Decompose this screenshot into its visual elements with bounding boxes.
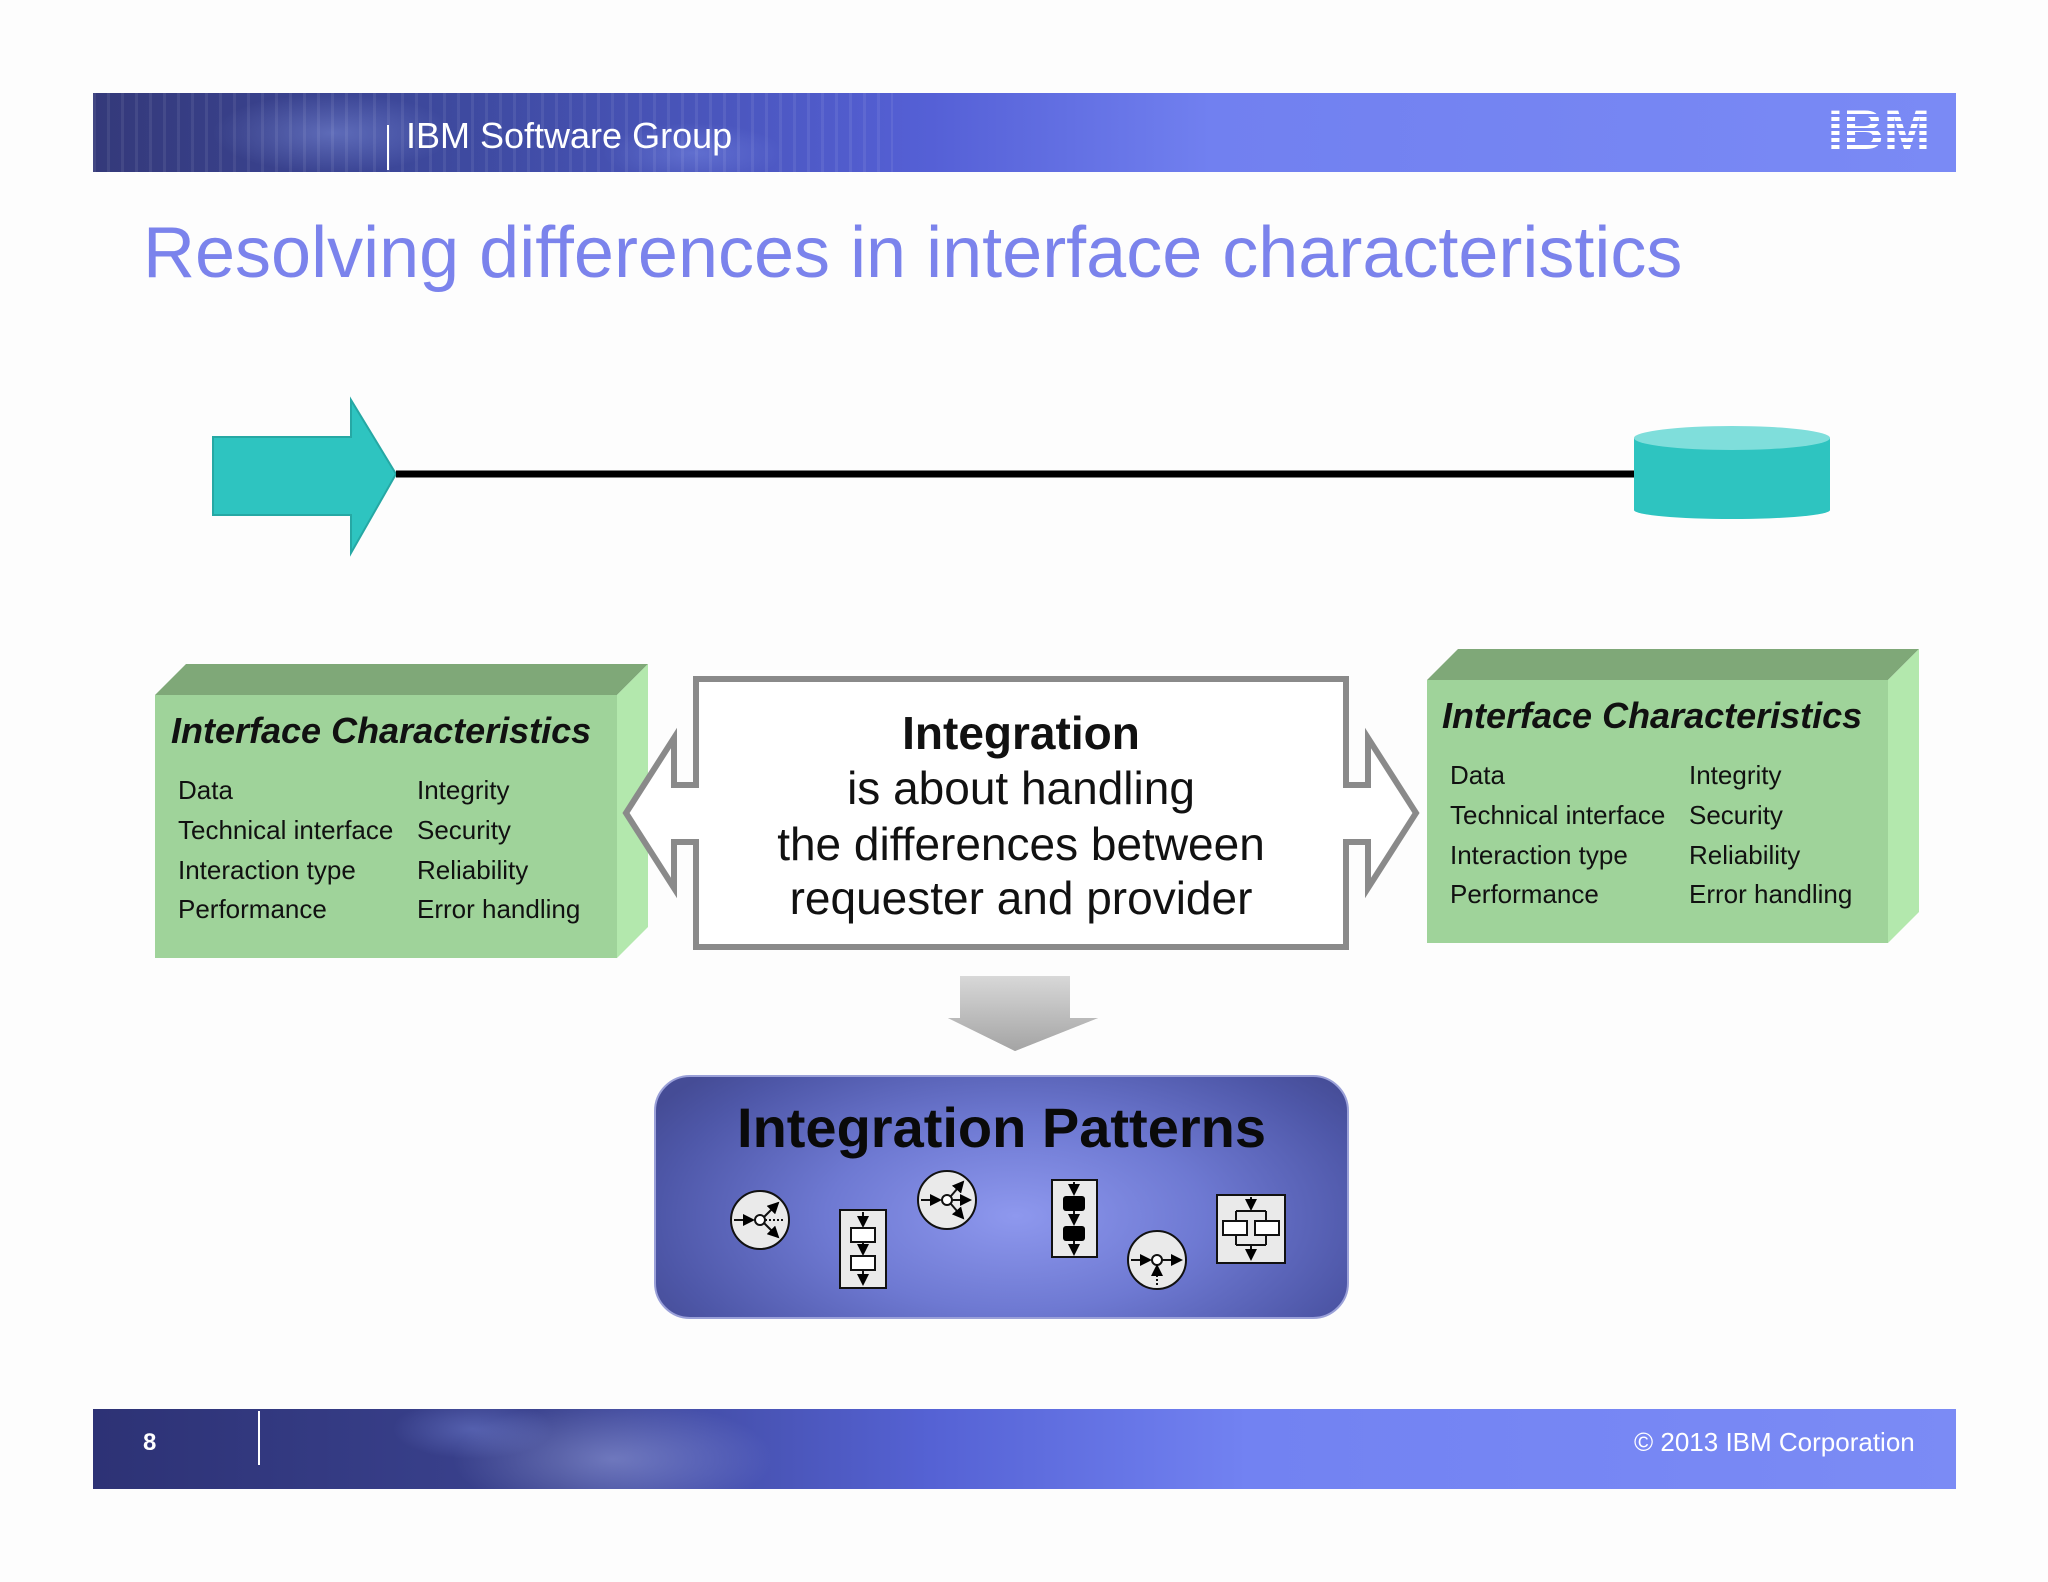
provider-cylinder-icon [1634, 426, 1830, 519]
router-pattern-icon [730, 1190, 790, 1250]
right-box-item: Integrity [1689, 760, 1782, 790]
splitter-pattern-icon [917, 1170, 977, 1230]
left-box-item: Security [417, 815, 511, 845]
right-box-item: Technical interface [1450, 800, 1666, 830]
header-divider [387, 125, 389, 170]
page-title: Resolving differences in interface chara… [143, 213, 1683, 293]
footer-band [93, 1409, 1956, 1489]
left-box-item: Integrity [417, 775, 510, 805]
left-box-item: Performance [178, 894, 327, 924]
right-box-item: Error handling [1689, 879, 1853, 909]
integration-heading: Integration [902, 707, 1140, 759]
integration-line: requester and provider [789, 872, 1253, 924]
header-group-name: IBM Software Group [406, 115, 733, 156]
left-box-item: Error handling [417, 894, 581, 924]
header-band [93, 93, 1956, 172]
integration-line: the differences between [777, 818, 1265, 870]
copyright-text: © 2013 IBM Corporation [1634, 1427, 1915, 1457]
processor-pattern-icon [1051, 1179, 1098, 1258]
left-box-item: Data [178, 775, 233, 805]
composite-pattern-icon [1216, 1194, 1286, 1264]
footer-divider [258, 1411, 260, 1465]
ibm-logo-text: IBM [1828, 103, 1931, 155]
right-box-item: Data [1450, 760, 1505, 790]
integration-line: is about handling [847, 762, 1195, 814]
aggregator-pattern-icon [1127, 1230, 1187, 1290]
integration-double-arrow [622, 676, 1420, 950]
right-box-heading: Interface Characteristics [1442, 695, 1863, 736]
right-box-item: Reliability [1689, 840, 1801, 870]
right-box-item: Security [1689, 800, 1783, 830]
left-box-item: Reliability [417, 855, 529, 885]
left-box-item: Technical interface [178, 815, 394, 845]
right-box-3d [1427, 649, 1919, 943]
requester-arrow-icon [212, 396, 398, 557]
page-number: 8 [143, 1429, 157, 1456]
left-box-3d [155, 664, 648, 958]
integration-patterns-title: Integration Patterns [737, 1096, 1266, 1159]
left-box-item: Interaction type [178, 855, 356, 885]
right-box-item: Performance [1450, 879, 1599, 909]
pipeline-pattern-icon [839, 1209, 887, 1289]
left-box-heading: Interface Characteristics [171, 710, 592, 751]
ibm-logo: IBM [1828, 103, 1931, 155]
right-box-item: Interaction type [1450, 840, 1628, 870]
